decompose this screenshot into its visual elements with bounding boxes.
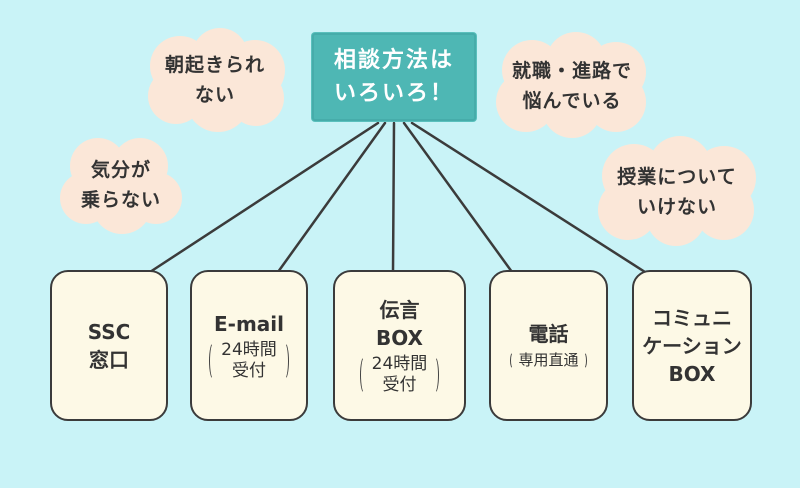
cloud-shape [598,136,756,246]
worry-text-line1: 朝起きられ [164,54,265,76]
channel-note-line2: 受付 [382,374,417,395]
worry-cloud-classes: 授業について いけない [588,136,766,248]
connector-communication-box [410,121,647,274]
worry-text-line2: いけない [636,196,717,218]
cloud-shape [496,32,646,138]
cloud-shape [60,138,182,234]
title-line2: いろいろ！ [333,81,454,106]
worry-cloud-mood: 気分が 乗らない [58,134,184,236]
channel-name-line1: コミュニ [652,305,732,330]
connector-ssc [148,121,380,274]
connector-email [276,121,387,274]
channel-name-line1: SSC [87,319,131,344]
channel-name-line3: BOX [668,361,716,386]
worry-cloud-career: 就職・進路で 悩んでいる [488,32,656,140]
channel-dengon-box: 伝言 BOX 24時間 受付 [333,270,466,421]
worry-text-line2: 悩んでいる [522,90,622,112]
channel-note: 24時間 受付 [209,340,289,382]
channel-name-line2: 窓口 [89,347,129,372]
worry-text-line2: ない [194,84,235,106]
connector-phone [402,121,514,274]
worry-cloud-wake-up: 朝起きられ ない [140,28,290,132]
diagram-title: 相談方法は いろいろ！ [312,33,476,121]
worry-text-line1: 気分が [90,159,151,181]
connector-dengon-box [391,121,396,274]
channel-note-line2: 受付 [231,360,266,381]
channel-note-line1: 24時間 [221,339,277,360]
channel-email: E-mail 24時間 受付 [190,270,308,421]
channel-note-line1: 24時間 [371,353,428,374]
channel-name-line2: BOX [376,325,423,350]
worry-text-line1: 就職・進路で [511,60,632,82]
worry-text-line2: 乗らない [80,189,161,211]
channel-name-line2: ケーション [642,333,742,358]
channel-name-line1: 電話 [528,322,569,346]
channel-ssc-counter: SSC 窓口 [50,270,168,421]
channel-note: 専用直通 [510,350,587,371]
channel-name-line1: E-mail [213,311,284,336]
title-line1: 相談方法は [333,48,454,73]
channel-note: 24時間 受付 [359,353,440,396]
channel-phone: 電話 専用直通 [489,270,608,421]
channel-name-line1: 伝言 [379,297,420,322]
worry-text-line1: 授業について [617,166,737,188]
cloud-shape [148,28,285,132]
channel-communication-box: コミュニ ケーション BOX [632,270,752,421]
